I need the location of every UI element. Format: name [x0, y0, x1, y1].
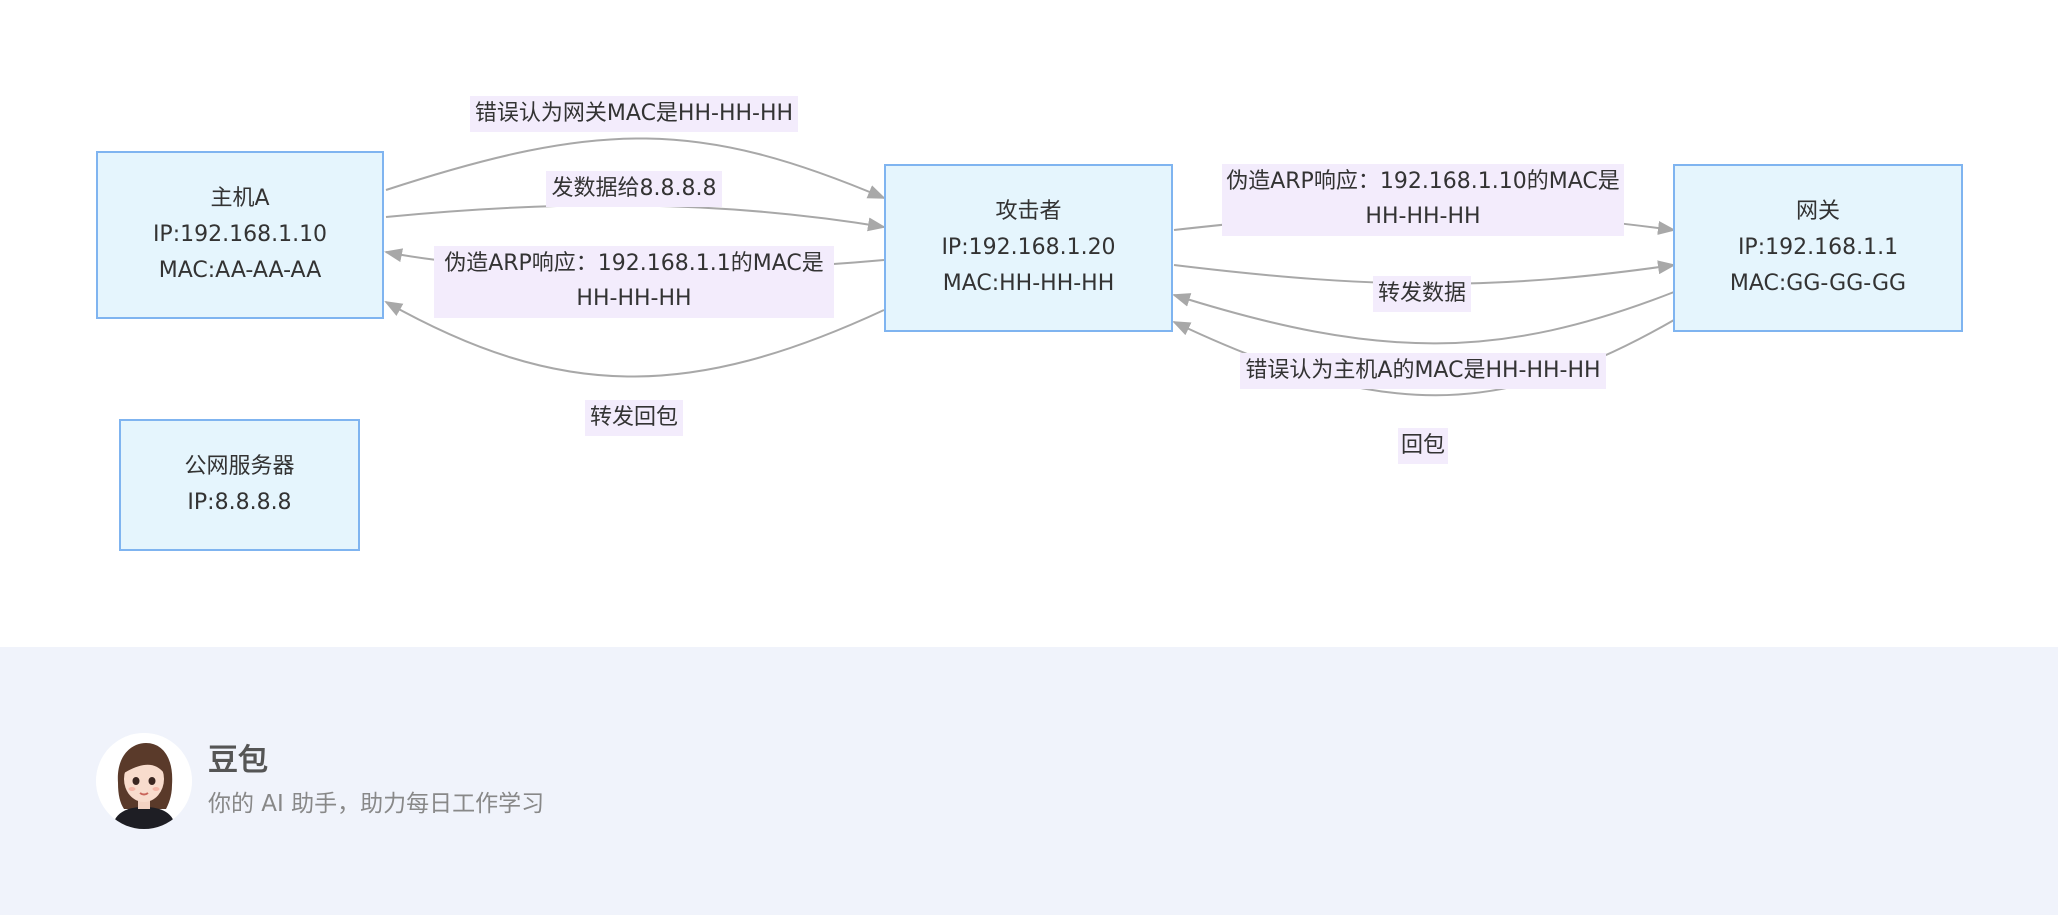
edge-hosta-attacker-arp-belief [385, 137, 886, 199]
node-host-a-ip: IP:192.168.1.10 [152, 222, 328, 247]
footer-brand: 豆包 你的 AI 助手，助力每日工作学习 [0, 647, 2058, 915]
node-attacker: 攻击者 IP:192.168.1.20 MAC:HH-HH-HH [884, 164, 1173, 332]
node-gateway-ip: IP:192.168.1.1 [1737, 235, 1899, 260]
node-public-server-ip: IP:8.8.8.8 [187, 490, 292, 515]
edge-label-spoofed-arp-gateway: 伪造ARP响应：192.168.1.10的MAC是 HH-HH-HH [1222, 164, 1624, 236]
node-attacker-ip: IP:192.168.1.20 [941, 235, 1116, 260]
edge-label-forward-data: 转发数据 [1373, 276, 1471, 312]
edge-label-reply: 回包 [1398, 428, 1448, 464]
brand-tagline: 你的 AI 助手，助力每日工作学习 [208, 791, 545, 817]
node-attacker-name: 攻击者 [995, 199, 1062, 224]
node-host-a-name: 主机A [210, 186, 270, 211]
node-host-a-mac: MAC:AA-AA-AA [158, 258, 322, 283]
edge-label-mac-belief-gateway: 错误认为主机A的MAC是HH-HH-HH [1240, 353, 1606, 389]
node-gateway: 网关 IP:192.168.1.1 MAC:GG-GG-GG [1673, 164, 1963, 332]
edge-gateway-attacker-mac-belief [1172, 291, 1675, 345]
edge-attacker-hosta-forward-reply [384, 301, 885, 378]
diagram-canvas: 主机A IP:192.168.1.10 MAC:AA-AA-AA 攻击者 IP:… [96, 96, 1963, 551]
edge-label-spoofed-arp-hosta: 伪造ARP响应：192.168.1.1的MAC是 HH-HH-HH [434, 246, 834, 318]
edge-hosta-attacker-send-data [385, 204, 886, 232]
node-public-server: 公网服务器 IP:8.8.8.8 [119, 419, 360, 551]
brand-name: 豆包 [208, 743, 268, 778]
node-gateway-mac: MAC:GG-GG-GG [1729, 271, 1907, 296]
node-host-a: 主机A IP:192.168.1.10 MAC:AA-AA-AA [96, 151, 384, 319]
node-attacker-mac: MAC:HH-HH-HH [942, 271, 1115, 296]
node-public-server-name: 公网服务器 [184, 454, 295, 479]
edge-label-send-data: 发数据给8.8.8.8 [546, 171, 722, 207]
edge-label-arp-belief-hosta: 错误认为网关MAC是HH-HH-HH [470, 96, 798, 132]
node-gateway-name: 网关 [1795, 199, 1840, 224]
avatar-icon [96, 733, 192, 829]
edge-label-forward-reply: 转发回包 [585, 400, 683, 436]
